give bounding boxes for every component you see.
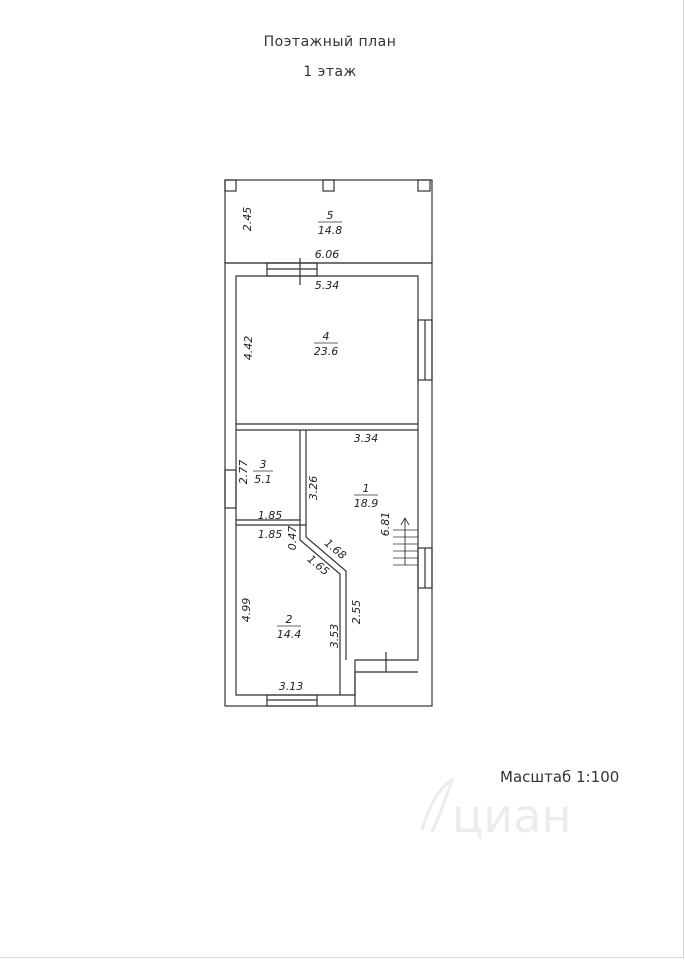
dimension-label: 1.85 [258, 509, 283, 522]
dimension-label: 2.55 [350, 600, 363, 625]
dimension-label: 0.47 [286, 526, 299, 551]
floor-subtitle: 1 этаж [303, 64, 357, 80]
watermark-logo: циан [420, 776, 571, 840]
dimension-label: 1.68 [322, 536, 349, 562]
dimension-label: 3.34 [354, 432, 379, 445]
dimension-label: 4.99 [240, 598, 253, 623]
room-area: 18.9 [354, 497, 379, 510]
outer-wall-inner [235, 275, 419, 696]
terrace-post [417, 179, 431, 192]
room-number: 3 [260, 458, 267, 471]
dimension-label: 2.45 [241, 207, 254, 232]
watermark-text: циан [452, 789, 571, 840]
scale-label: Масштаб 1:100 [500, 768, 620, 786]
diagonal-wall [305, 525, 347, 660]
stair-steps [393, 529, 418, 566]
terrace-post [322, 179, 335, 192]
room-number: 1 [363, 482, 370, 495]
dimension-label: 1.65 [305, 552, 332, 578]
stair-arrow [400, 517, 410, 565]
room-number: 4 [323, 330, 330, 343]
dimension-label: 4.42 [242, 336, 255, 361]
dimension-label: 6.81 [379, 512, 392, 537]
plan-title: Поэтажный план [263, 34, 397, 50]
dimension-label: 1.85 [258, 528, 283, 541]
room-area: 14.4 [277, 628, 302, 641]
dimension-label: 3.13 [279, 680, 304, 693]
diagonal-wall [299, 520, 341, 695]
dimension-label: 5.34 [315, 279, 340, 292]
dimension-label: 3.26 [307, 476, 320, 501]
dimension-label: 3.53 [328, 624, 341, 649]
room-number: 5 [327, 209, 334, 222]
room-area: 14.8 [318, 224, 343, 237]
watermark-icon [420, 776, 455, 833]
room-number: 2 [286, 613, 293, 626]
room-area: 5.1 [254, 473, 272, 486]
room-area: 23.6 [314, 345, 339, 358]
dimension-label: 6.06 [315, 248, 340, 261]
terrace-post [224, 179, 237, 192]
window [224, 469, 237, 509]
room-labels: 5 14.8 4 23.6 3 5.1 1 18.9 2 14.4 [253, 209, 378, 641]
dimension-labels: 2.45 6.06 5.34 4.42 3.34 2.77 3.26 6.81 … [237, 207, 392, 693]
dimension-label: 2.77 [237, 460, 250, 485]
